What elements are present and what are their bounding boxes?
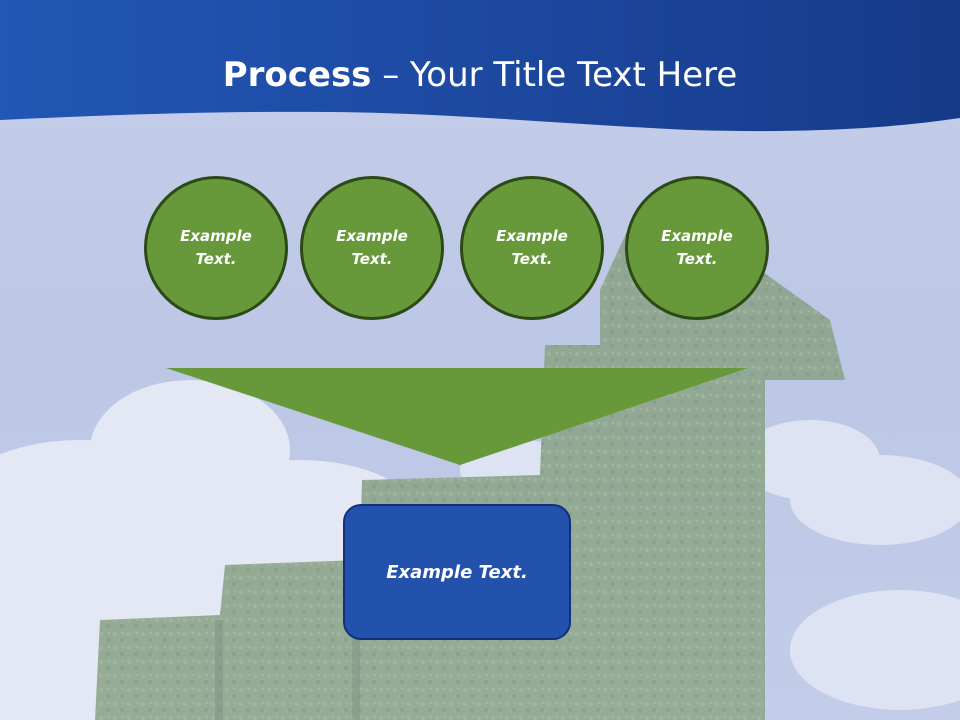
header-band — [0, 0, 960, 132]
title-rest: – Your Title Text Here — [371, 55, 738, 95]
slide-title: Process – Your Title Text Here — [0, 52, 960, 98]
circle-text-line1: Example — [496, 227, 568, 245]
process-circle-3: Example Text. — [460, 176, 604, 320]
circle-text-line2: Text. — [511, 250, 553, 268]
circle-text-line1: Example — [180, 227, 252, 245]
funnel-triangle — [166, 368, 748, 465]
circle-text-line2: Text. — [195, 250, 237, 268]
process-circle-2: Example Text. — [300, 176, 444, 320]
hedge-arrow — [95, 225, 845, 720]
process-circle-4: Example Text. — [625, 176, 769, 320]
title-bold: Process — [222, 55, 372, 95]
circle-text-line2: Text. — [676, 250, 718, 268]
circle-text-line1: Example — [661, 227, 733, 245]
result-box: Example Text. — [343, 504, 571, 640]
circle-text-line2: Text. — [351, 250, 393, 268]
process-circle-1: Example Text. — [144, 176, 288, 320]
result-box-text: Example Text. — [386, 561, 528, 583]
circle-text-line1: Example — [336, 227, 408, 245]
